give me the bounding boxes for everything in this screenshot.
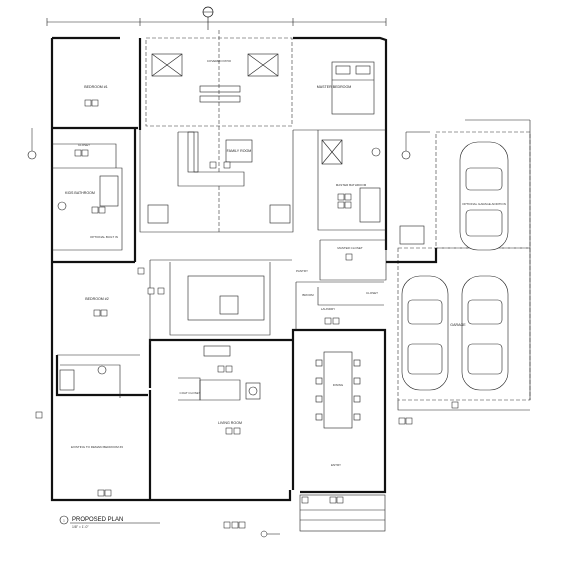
room-label-closet: CLOSET [78,143,90,147]
top-dimension-line [46,18,530,121]
elevation-marker-icon [27,128,430,160]
room-label-optional-garage: OPTIONAL GARAGE ADDITION [462,202,506,206]
room-label-bedroom2: BEDROOM #2 [85,297,109,301]
fireplace-icon [245,382,261,400]
room-label-broom: BROOM [302,293,314,297]
dining-table-icon [315,351,361,429]
room-label-living-room: LIVING ROOM [218,421,242,425]
section-marker-icon [202,6,214,30]
master-bed-icon [331,61,375,115]
exterior-walls [50,36,388,502]
plan-title: PROPOSED PLAN [72,517,123,523]
car-icon [401,141,509,391]
room-label-entry: ENTRY [331,463,341,467]
interior-walls [52,129,387,401]
room-label-master-closet: MASTER CLOSET [337,246,363,250]
room-label-master-bedroom: MASTER BEDROOM [317,85,352,89]
plan-scale: 1/8" = 1'-0" [72,525,89,529]
entry-porch [299,494,386,532]
room-label-existing-bedroom3: EXISTING TO REMAIN BEDROOM #3 [71,445,123,449]
keynote-tags [35,99,459,529]
room-label-closet-entry: CLOSET [366,291,378,295]
room-label-covered-patio: COVERED PATIO [207,59,232,63]
room-label-optional-built-in: OPTIONAL BUILT IN [90,235,118,239]
room-label-dining: DINING [333,383,344,387]
detail-number: 1 [63,519,65,523]
room-label-garage: GARAGE [450,323,466,327]
sofa-icon [147,131,291,224]
room-label-kids-bathroom: KIDS BATHROOM [65,191,95,195]
room-label-master-bathroom: MASTER BATHROOM [336,183,367,187]
section-marker-bottom-icon [260,530,280,538]
covered-patio-outline [145,30,293,232]
bath-fixtures [57,139,381,391]
room-label-pantry: PANTRY [296,269,308,273]
room-label-family-room: FAMILY ROOM [227,149,252,153]
plan-title-block: 1 PROPOSED PLAN 1/8" = 1'-0" [59,515,160,529]
room-label-bedroom1: BEDROOM #1 [84,85,108,89]
room-label-laundry: LAUNDRY [321,307,335,311]
garage-area [386,120,531,411]
room-label-coat: COAT CLOSET [180,391,201,395]
kitchen-island-icon [187,275,265,357]
